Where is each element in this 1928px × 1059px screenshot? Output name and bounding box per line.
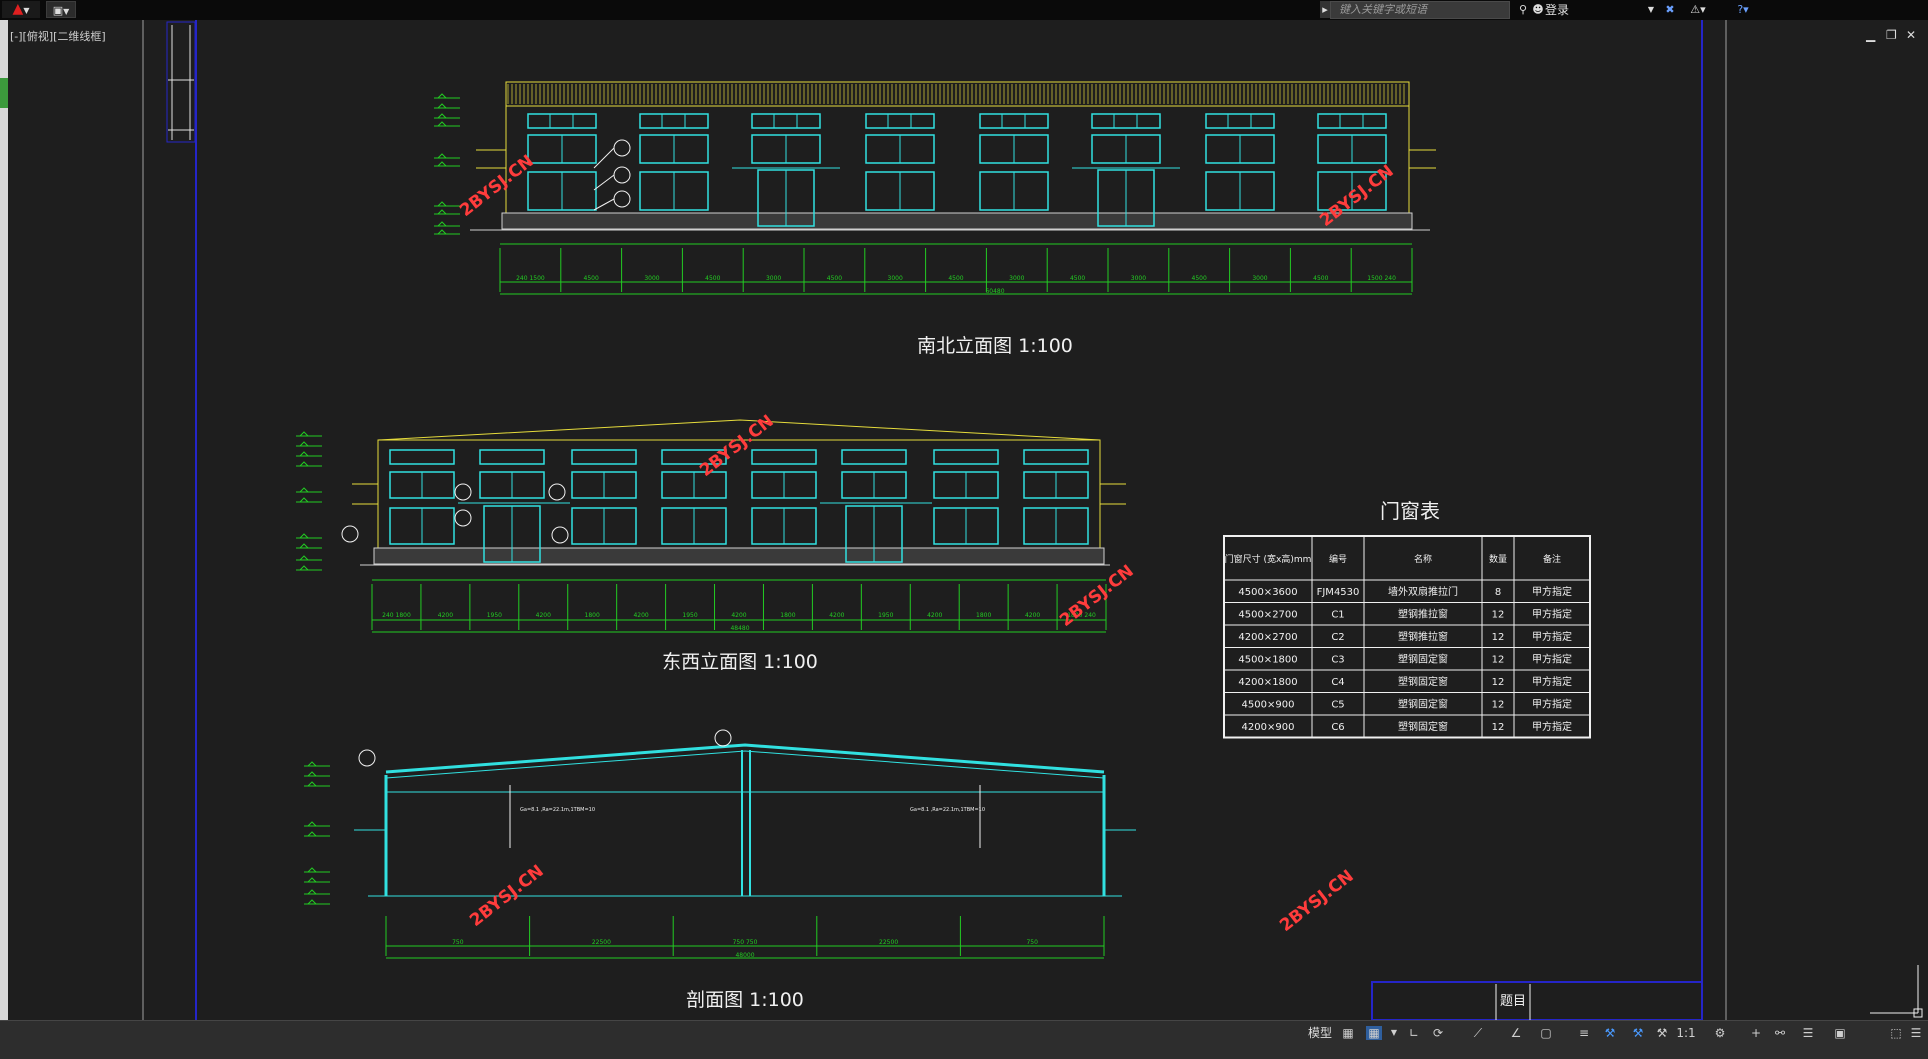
annotation-icon[interactable]: ⚒	[1604, 1026, 1616, 1040]
drawing-viewport[interactable]	[8, 20, 1928, 1020]
app-menu-button[interactable]: ▲▼	[2, 1, 40, 18]
autoscale-icon[interactable]: ⚒	[1656, 1026, 1668, 1040]
login-dropdown[interactable]: ▼	[1647, 5, 1655, 14]
left-docked-strip	[0, 20, 8, 1045]
object-snap-icon[interactable]: ▢	[1540, 1026, 1552, 1040]
isolate-icon[interactable]: ☰	[1802, 1026, 1814, 1040]
save-icon: ▣	[52, 4, 64, 17]
annotation-scale[interactable]: 1:1	[1676, 1026, 1696, 1040]
snap-dropdown[interactable]: ▼	[1390, 1028, 1398, 1037]
workspace-icon[interactable]: ⚯	[1774, 1026, 1786, 1040]
status-bar	[0, 1020, 1928, 1059]
viewport-close-icon[interactable]: ✕	[1906, 28, 1917, 42]
help-icon[interactable]: ?▾	[1737, 3, 1749, 16]
user-icon: ☻	[1532, 3, 1544, 16]
connect-icon[interactable]: ⚠▾	[1690, 3, 1706, 16]
ortho-icon[interactable]: ∟	[1408, 1026, 1420, 1040]
osnap-icon[interactable]: ∠	[1510, 1026, 1522, 1040]
search-input[interactable]: 键入关键字或短语	[1330, 1, 1510, 19]
viewport-restore-icon[interactable]: ❐	[1886, 28, 1897, 42]
model-tab[interactable]: 模型	[1308, 1026, 1333, 1040]
clean-screen-icon[interactable]: ⬚	[1890, 1026, 1902, 1040]
snap-icon[interactable]: ▦	[1366, 1026, 1382, 1040]
login-link[interactable]: 登录	[1545, 3, 1570, 17]
quick-access-button[interactable]: ▣▼	[46, 1, 76, 18]
polar-icon[interactable]: ⟳	[1432, 1026, 1444, 1040]
infocenter-expand[interactable]: ▸	[1320, 1, 1330, 18]
viewport-minimize-icon[interactable]: ▁	[1866, 28, 1876, 42]
viewport-controls-label[interactable]: [-][俯视][二维线框]	[10, 30, 106, 43]
hardware-accel-icon[interactable]: ▣	[1834, 1026, 1846, 1040]
title-bar: ▲▼ ▣▼ ▸ 键入关键字或短语 ⚲ ☻ 登录 ▼ ✖ ⚠▾ ?▾	[0, 0, 1928, 20]
left-tool-marker	[0, 78, 8, 108]
binoculars-icon[interactable]: ⚲	[1518, 3, 1528, 16]
grid-icon[interactable]: ▦	[1342, 1026, 1354, 1040]
lineweight-icon[interactable]: ≡	[1578, 1026, 1590, 1040]
plus-icon[interactable]: +	[1750, 1026, 1762, 1040]
annotation-visibility-icon[interactable]: ⚒	[1632, 1026, 1644, 1040]
autocad-logo-icon: ▲	[12, 1, 24, 17]
customize-icon[interactable]: ☰	[1910, 1026, 1922, 1040]
isodraft-icon[interactable]: ⟋	[1473, 1026, 1483, 1040]
gear-icon[interactable]: ⚙	[1714, 1026, 1726, 1040]
exchange-icon[interactable]: ✖	[1665, 3, 1675, 16]
